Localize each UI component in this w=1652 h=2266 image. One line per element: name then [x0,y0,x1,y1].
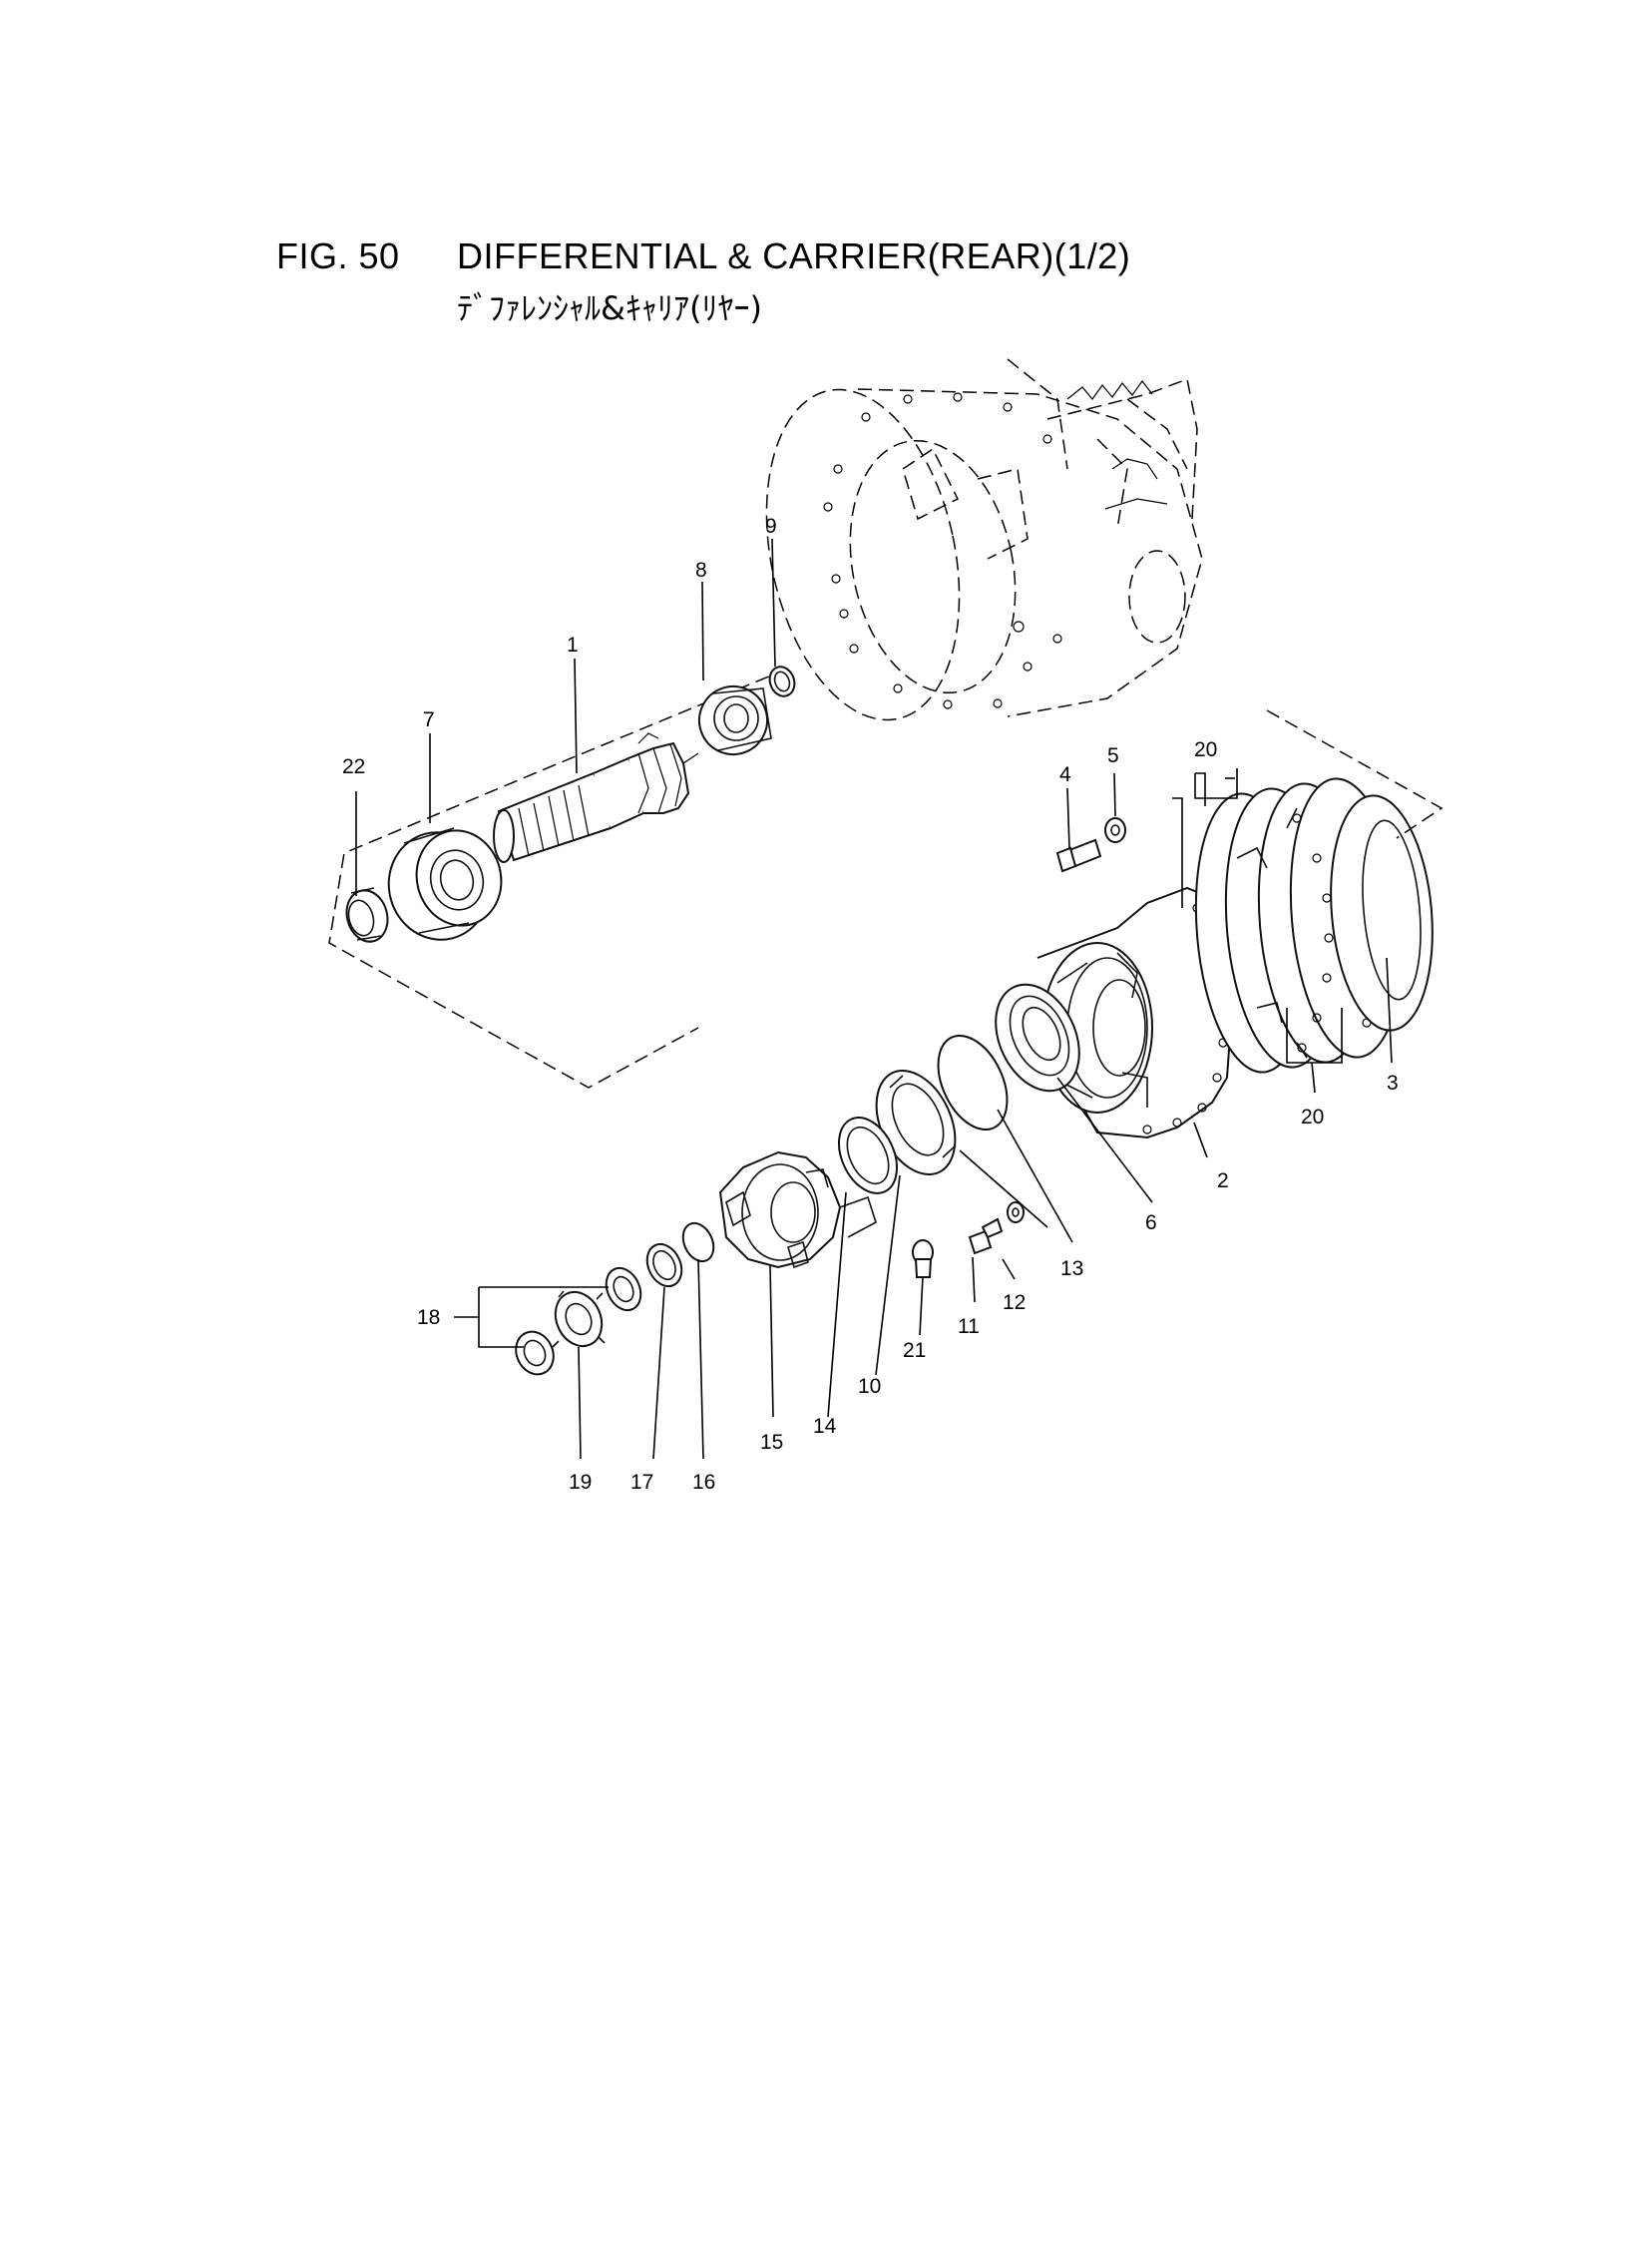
callout-21: 21 [903,1339,926,1362]
washer-12 [1007,1201,1025,1223]
nut-22 [345,887,389,943]
callout-16: 16 [692,1471,715,1494]
callout-labels: 1 2 3 4 5 6 7 8 9 10 11 12 13 14 15 16 1… [342,515,1399,1494]
bearing-6 [995,983,1080,1093]
bolt-4 [1055,838,1102,873]
callout-6: 6 [1145,1211,1157,1234]
callout-3: 3 [1387,1072,1399,1095]
plug-21 [912,1239,934,1278]
bolt-11 [968,1217,1004,1255]
callout-20-lower: 20 [1301,1106,1324,1129]
lock-washer-19 [552,1290,606,1348]
nut-18-lower [515,1330,555,1376]
callout-14: 14 [813,1415,837,1438]
axle-housing [765,358,1203,721]
seal-14 [837,1117,899,1194]
shim-13 [937,1034,1009,1132]
washer-5 [1104,817,1126,843]
figure-title-japanese: ﾃﾞﾌｧﾚﾝｼｬﾙ&ｷｬﾘｱ(ﾘﾔｰ) [457,289,762,327]
callout-12: 12 [1003,1291,1026,1314]
callout-22: 22 [342,755,365,778]
callout-15: 15 [760,1431,783,1454]
callout-13: 13 [1060,1257,1083,1280]
callout-9: 9 [765,515,777,538]
leader-lines [355,538,1393,1460]
callout-10: 10 [858,1375,881,1398]
assembly-axis-line [328,668,789,1089]
callout-2: 2 [1217,1169,1229,1192]
callout-5: 5 [1107,744,1119,767]
pinion-gear-shaft [493,732,699,863]
nut-18-upper [605,1266,642,1312]
callout-19: 19 [569,1471,592,1494]
figure-number: FIG. 50 [276,235,400,276]
callout-4: 4 [1059,763,1071,786]
callout-18: 18 [417,1306,440,1329]
bearing-7 [387,827,503,941]
end-plate-3 [1330,794,1434,1032]
companion-flange-15 [718,1150,877,1269]
bearing-8 [698,685,772,755]
snap-ring-9 [768,666,796,697]
callout-17: 17 [630,1471,653,1494]
callout-1: 1 [567,634,579,657]
disc-axis-line [1266,709,1444,839]
carrier-2 [1036,886,1234,1139]
figure-title: DIFFERENTIAL & CARRIER(REAR)(1/2) [457,235,1131,276]
washer-17 [645,1242,683,1288]
callout-11: 11 [958,1315,980,1338]
callout-8: 8 [695,559,707,582]
callout-7: 7 [423,708,435,731]
o-ring-16 [681,1221,715,1263]
callout-20-upper: 20 [1194,738,1217,761]
